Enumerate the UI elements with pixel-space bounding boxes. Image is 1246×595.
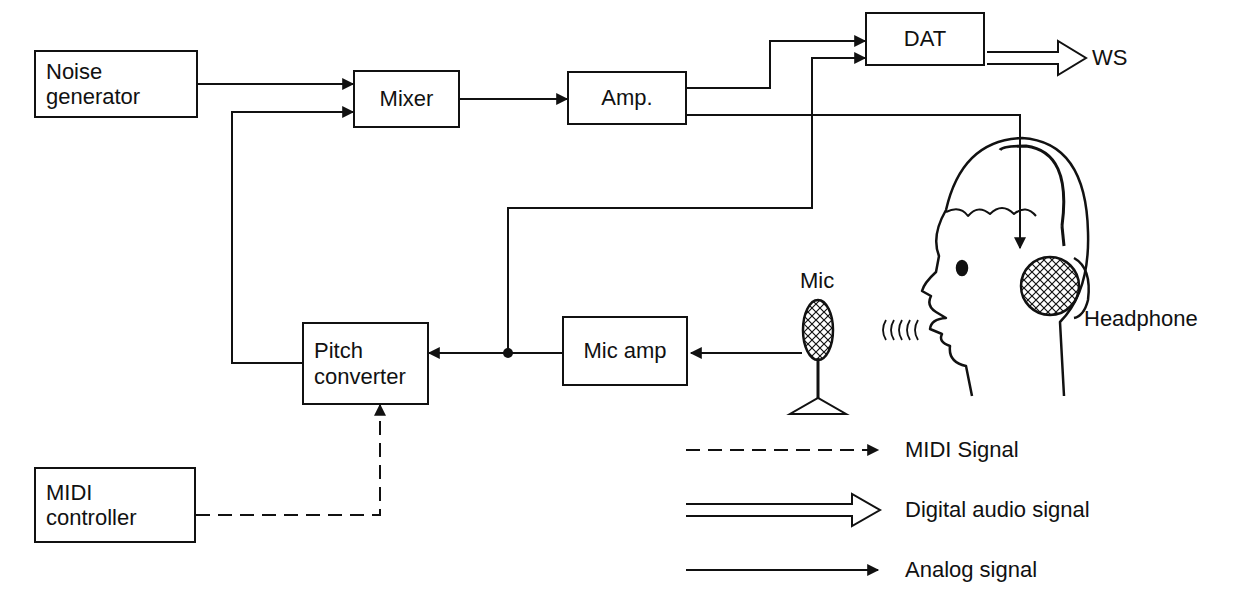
process-box: Mixer: [353, 70, 460, 128]
microphone: [790, 300, 846, 414]
signal-arrow: [687, 41, 865, 88]
legend-text: Analog signal: [905, 557, 1037, 582]
legend-samples: [686, 450, 880, 570]
analog-wire: [687, 115, 1020, 248]
analog-wire: [691, 352, 802, 354]
legend-text: MIDI Signal: [905, 437, 1019, 462]
signal-label: Mic: [800, 268, 834, 293]
sound-waves: [883, 320, 918, 340]
signal-arrow: [198, 83, 353, 85]
process-box: DAT: [865, 12, 985, 66]
box-label: MIDI controller: [46, 480, 184, 531]
digital-arrow: [987, 41, 1086, 75]
headphone-symbol: [1021, 257, 1089, 318]
box-label: DAT: [904, 26, 946, 51]
box-label: Pitch converter: [314, 338, 417, 389]
midi-arrow: [196, 405, 380, 515]
process-box: Mic amp: [562, 316, 688, 386]
signal-label: WS: [1092, 45, 1127, 70]
signal-arrow: [508, 58, 865, 353]
process-box: Noise generator: [34, 50, 198, 118]
signal-label: Headphone: [1084, 306, 1198, 331]
box-label: Mixer: [380, 86, 434, 111]
box-label: Amp.: [601, 85, 652, 110]
signal-arrow: [460, 98, 567, 100]
process-box: Amp.: [567, 71, 687, 125]
box-label: Mic amp: [583, 338, 666, 363]
legend-text: Digital audio signal: [905, 497, 1090, 522]
head-figure: [922, 138, 1088, 396]
box-label: Noise generator: [46, 59, 186, 110]
process-box: Pitch converter: [302, 322, 429, 405]
process-box: MIDI controller: [34, 467, 196, 543]
